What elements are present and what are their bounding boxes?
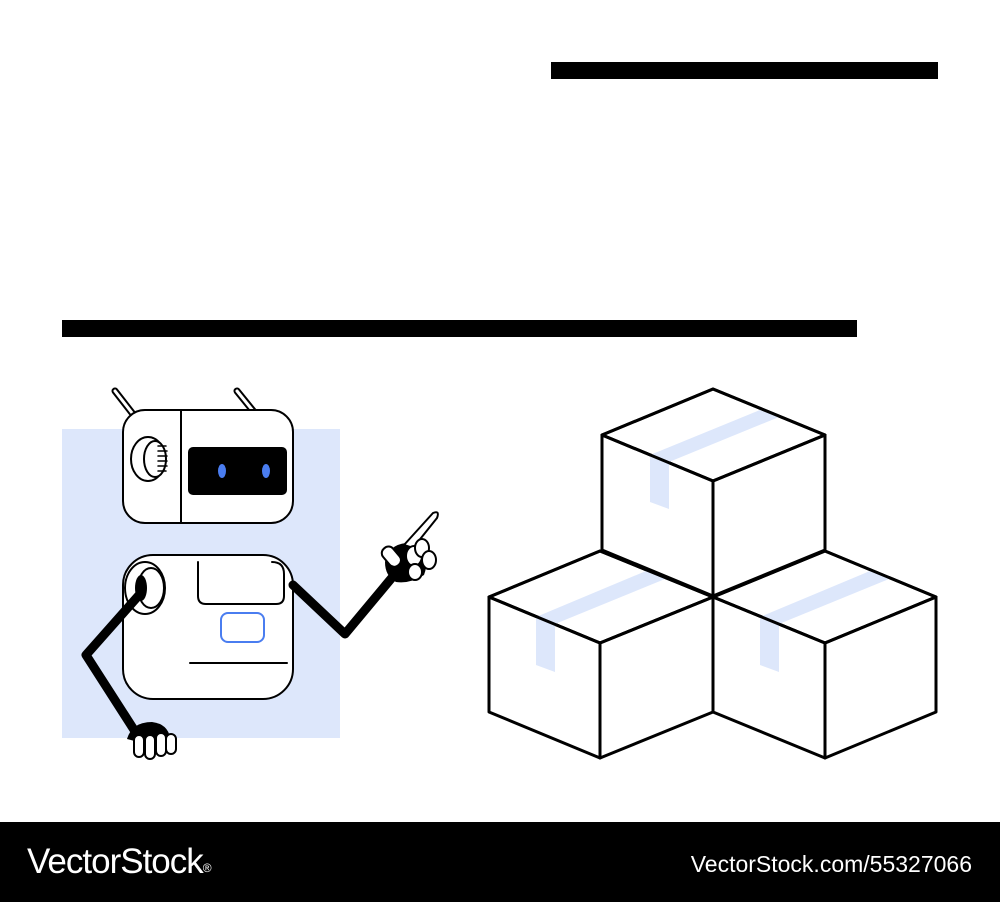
- robot-visor: [188, 447, 287, 495]
- boxes-icon: [487, 387, 938, 760]
- robot-icon: [81, 387, 439, 760]
- vectorstock-logo: VectorStock®: [27, 840, 212, 884]
- watermark-footer: VectorStock® VectorStock.com/55327066: [0, 822, 1000, 902]
- headline-bar: [551, 62, 938, 79]
- robot-eye-left: [218, 464, 226, 478]
- registered-mark: ®: [202, 861, 212, 875]
- robot-arm-right: [288, 563, 405, 639]
- stock-url: VectorStock.com/55327066: [690, 851, 972, 877]
- subheadline-bar: [62, 320, 857, 337]
- robot-arm-left: [81, 589, 145, 741]
- robot-hand-left: [127, 722, 177, 760]
- robot-hand-pointing: [380, 511, 439, 583]
- box-bottom-left: [487, 549, 715, 760]
- antenna-right: [233, 387, 258, 416]
- robot-eye-right: [262, 464, 270, 478]
- brand-name: VectorStock: [27, 842, 204, 881]
- box-top: [600, 387, 827, 598]
- chest-panel: [220, 612, 265, 643]
- robot-and-boxes-illustration: [62, 62, 938, 760]
- box-bottom-right: [711, 549, 938, 760]
